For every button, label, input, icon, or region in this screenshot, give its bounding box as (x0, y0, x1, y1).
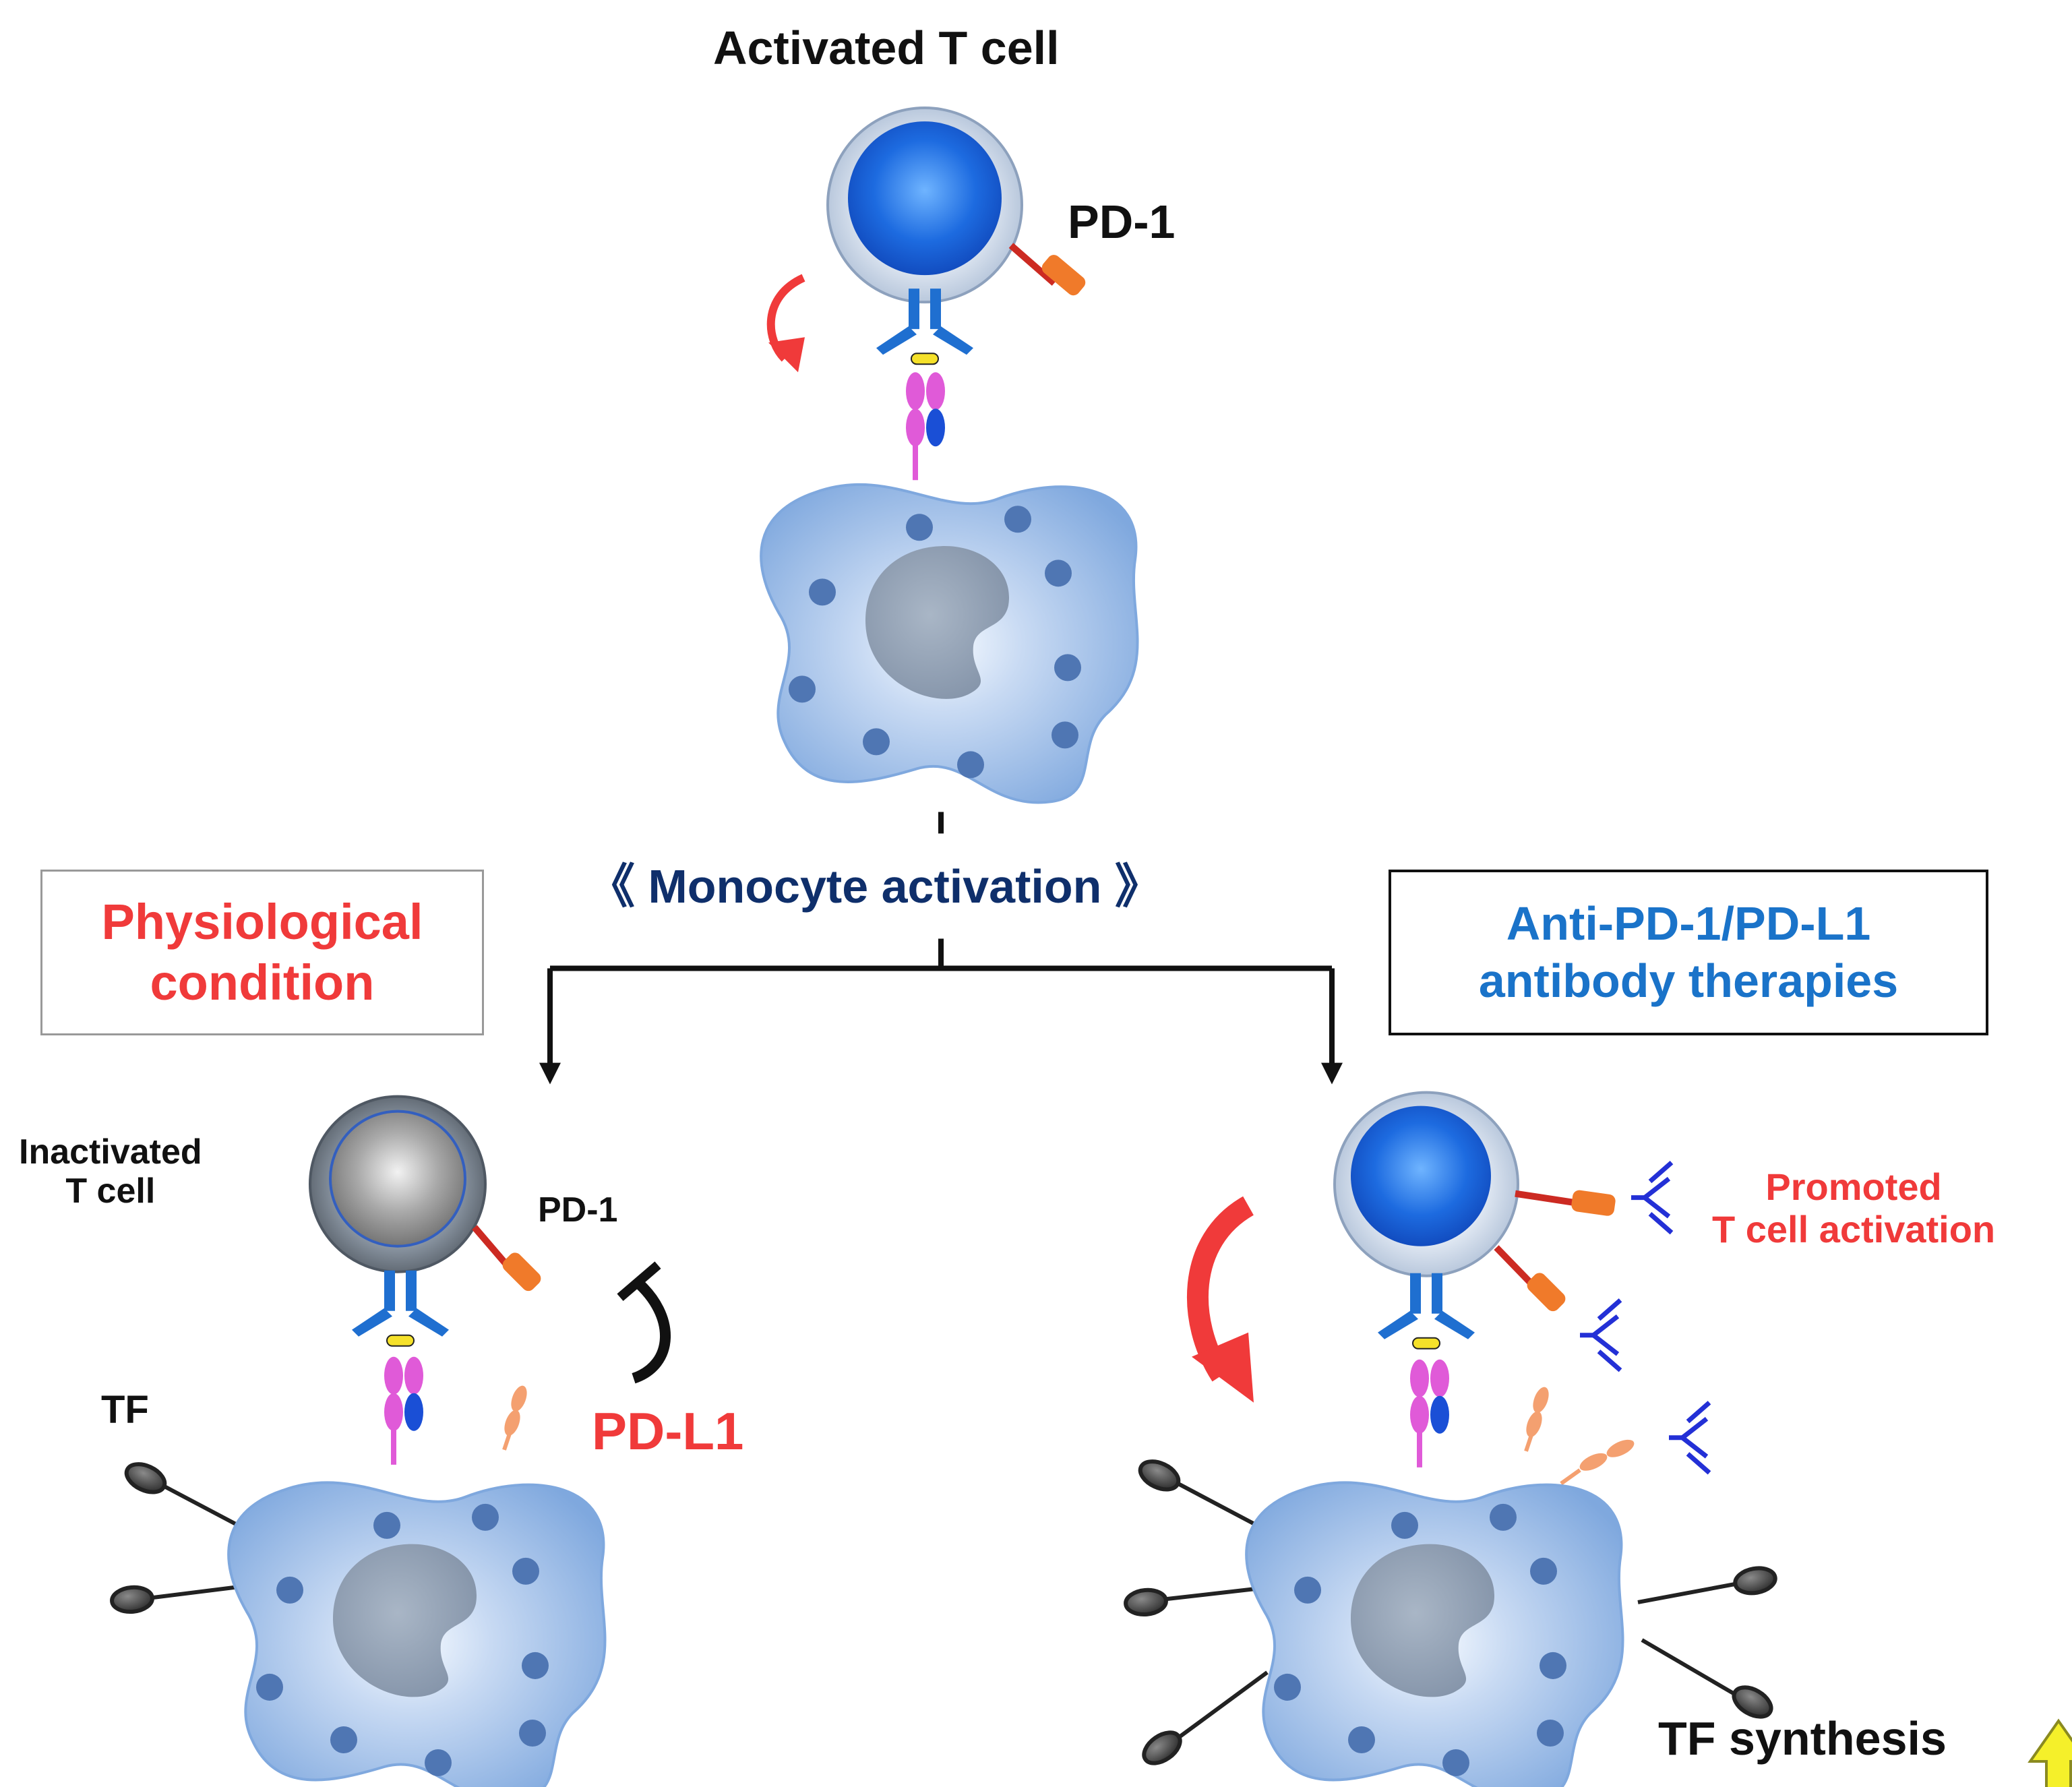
monocyte-activation-text: Monocyte activation (648, 860, 1102, 913)
large-curved-arrow-head (1192, 1332, 1254, 1403)
antibody-icon (1631, 1163, 1672, 1233)
physiological-line2: condition (150, 955, 375, 1010)
activated-t-cell-right (1333, 1091, 1519, 1277)
inhibition-arrow-icon (632, 1277, 671, 1384)
monocyte-left (228, 1482, 605, 1787)
antibody-therapies-box: Anti-PD-1/PD-L1 antibody therapies (1389, 870, 1988, 1035)
pdl1-label: PD-L1 (592, 1401, 744, 1461)
curved-arrow-head (768, 337, 805, 373)
antibody-line2: antibody therapies (1478, 955, 1899, 1007)
tf-label-left: TF (101, 1388, 149, 1432)
physiological-condition-box: Physiological condition (40, 870, 484, 1035)
bracket-open: 《 (588, 860, 635, 913)
inactivated-line1: Inactivated (19, 1132, 202, 1172)
up-arrow-icon (2028, 1718, 2072, 1787)
monocyte-top (761, 485, 1137, 803)
physiological-line1: Physiological (101, 893, 423, 950)
pd1-label-left: PD-1 (538, 1190, 618, 1230)
inactivated-t-cell-label: Inactivated T cell (19, 1132, 202, 1211)
tcr-receptor-left (351, 1269, 450, 1347)
mhc-complex-top (906, 372, 945, 480)
inhibition-bar (617, 1261, 661, 1302)
pd1-label-top: PD-1 (1068, 195, 1176, 248)
antibody-line1: Anti-PD-1/PD-L1 (1506, 897, 1871, 950)
promoted-t-cell-activation-label: Promoted T cell activation (1712, 1165, 1996, 1250)
arrow-head-left (539, 1062, 561, 1085)
pdl1-molecule-right-2 (1560, 1439, 1635, 1486)
pd1-receptor-right-upper (1515, 1190, 1616, 1216)
promoted-line1: Promoted (1765, 1165, 1942, 1208)
monocyte-activation-label: 《 Monocyte activation 》 (588, 860, 1162, 913)
activated-t-cell-label: Activated T cell (713, 22, 1060, 74)
activated-t-cell (826, 107, 1023, 304)
bracket-close: 》 (1114, 860, 1162, 913)
tf-molecules-right (1124, 1459, 1777, 1765)
monocyte-right (1246, 1482, 1622, 1787)
inactivated-line2: T cell (65, 1172, 156, 1211)
tcr-receptor-right (1376, 1272, 1476, 1350)
pd1-receptor-left (472, 1225, 541, 1292)
promoted-line2: T cell activation (1712, 1207, 1996, 1250)
tf-synthesis-label: TF synthesis (1658, 1712, 1947, 1765)
pd1-receptor-right-lower (1494, 1245, 1566, 1312)
pd1-receptor-top (1008, 243, 1086, 296)
mhc-complex-left (384, 1357, 423, 1465)
inactivated-t-cell (309, 1095, 487, 1273)
pdl1-molecule-left (501, 1384, 530, 1450)
antibody-icon (1580, 1300, 1620, 1370)
pathway-connector (547, 812, 1335, 1068)
antibody-icon (1669, 1403, 1709, 1473)
pdl1-molecule-right-1 (1523, 1385, 1552, 1451)
arrow-head-right (1321, 1062, 1343, 1085)
mhc-complex-right (1410, 1360, 1449, 1467)
